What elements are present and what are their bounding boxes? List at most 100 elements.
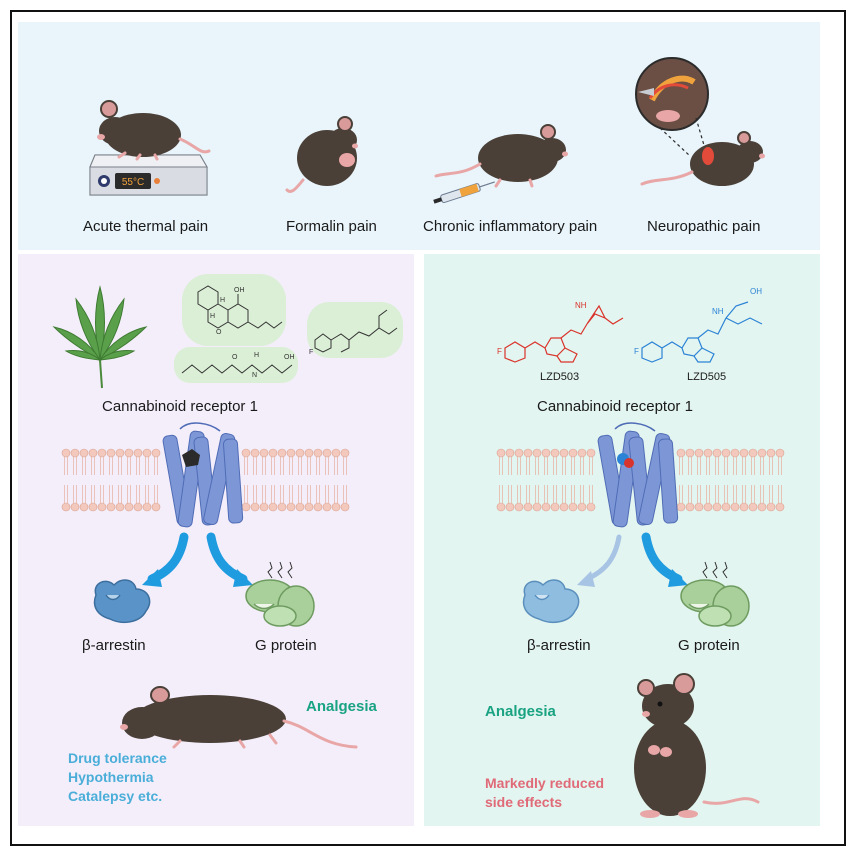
lipid-tail <box>298 457 302 475</box>
lipid-head <box>703 502 713 512</box>
lipid-head <box>676 448 686 458</box>
lipid-head <box>505 502 515 512</box>
lipid-tail <box>517 457 521 475</box>
biased-agonist-panel <box>424 254 820 826</box>
lipid-tail <box>544 457 548 475</box>
lipid-tail <box>325 485 329 503</box>
lipid-tail <box>535 485 539 503</box>
lipid-head <box>61 502 71 512</box>
right-beta-arrestin-icon <box>522 579 580 624</box>
lipid-tail <box>697 485 701 503</box>
lzd505-f-label: F <box>634 347 639 356</box>
lipid-head <box>106 448 116 458</box>
lipid-head <box>775 448 785 458</box>
lzd503-nh-label: NH <box>575 301 587 310</box>
lipid-head <box>532 502 542 512</box>
lipid-tail <box>688 485 692 503</box>
lipid-head <box>88 502 98 512</box>
lipid-tail <box>127 485 131 503</box>
lipid-tail <box>760 485 764 503</box>
aea-oh-label: OH <box>284 354 295 361</box>
lipid-head <box>259 448 269 458</box>
lipid-tail <box>253 457 257 475</box>
lipid-tail <box>715 485 719 503</box>
lipid-head <box>586 502 596 512</box>
lipid-head <box>685 448 695 458</box>
lipid-tail <box>253 485 257 503</box>
lipid-tail <box>343 457 347 475</box>
lipid-head <box>304 502 314 512</box>
lipid-tail <box>109 485 113 503</box>
reduced-side-effects-line2: side effects <box>485 794 563 810</box>
chronic-inflammatory-pain-label: Chronic inflammatory pain <box>423 218 598 235</box>
alert-mouse-illustration <box>634 673 760 818</box>
lipid-head <box>340 502 350 512</box>
lipid-head <box>142 502 152 512</box>
cb1-receptor-helices <box>597 430 679 528</box>
lipid-head <box>70 502 80 512</box>
lipid-head <box>532 448 542 458</box>
lipid-head <box>730 448 740 458</box>
lipid-tail <box>580 485 584 503</box>
lipid-head <box>739 502 749 512</box>
lipid-head <box>241 448 251 458</box>
lipid-head <box>70 448 80 458</box>
cannabis-leaf-icon <box>52 285 148 389</box>
left-beta-arrestin-label: β-arrestin <box>82 637 146 654</box>
lipid-head <box>775 502 785 512</box>
lipid-head <box>748 448 758 458</box>
thc-h2-label: H <box>210 313 215 320</box>
lipid-tail <box>724 457 728 475</box>
lipid-tail <box>298 485 302 503</box>
lipid-head <box>331 502 341 512</box>
lipid-tail <box>271 457 275 475</box>
lipid-head <box>61 448 71 458</box>
lipid-tail <box>145 457 149 475</box>
right-arrestin-arrow <box>577 534 622 587</box>
lipid-head <box>721 448 731 458</box>
lipid-tail <box>154 485 158 503</box>
lipid-tail <box>136 457 140 475</box>
lipid-head <box>685 502 695 512</box>
lipid-head <box>106 502 116 512</box>
lipid-head <box>241 502 251 512</box>
lipid-tail <box>751 485 755 503</box>
lipid-tail <box>244 457 248 475</box>
lipid-tail <box>778 485 782 503</box>
lipid-tail <box>697 457 701 475</box>
lipid-head <box>514 448 524 458</box>
lipid-tail <box>118 457 122 475</box>
lipid-head <box>712 502 722 512</box>
lipid-head <box>568 448 578 458</box>
right-g-protein-icon <box>680 561 750 627</box>
thc-o-label: O <box>216 329 222 336</box>
lipid-tail <box>262 457 266 475</box>
aea-n-label: N <box>252 372 257 379</box>
lipid-tail <box>499 457 503 475</box>
lipid-tail <box>343 485 347 503</box>
lipid-tail <box>724 485 728 503</box>
lipid-tail <box>715 457 719 475</box>
lipid-tail <box>316 485 320 503</box>
lipid-head <box>115 448 125 458</box>
lipid-head <box>739 448 749 458</box>
lipid-head <box>295 502 305 512</box>
lipid-head <box>559 448 569 458</box>
lipid-head <box>313 448 323 458</box>
lipid-tail <box>562 457 566 475</box>
drug-tolerance-label: Drug tolerance <box>68 750 167 766</box>
lipid-tail <box>145 485 149 503</box>
lipid-head <box>730 502 740 512</box>
inflammatory-mouse-illustration <box>433 124 568 204</box>
lipid-head <box>151 502 161 512</box>
lipid-head <box>748 502 758 512</box>
lipid-tail <box>82 457 86 475</box>
lipid-tail <box>100 457 104 475</box>
lipid-tail <box>526 485 530 503</box>
lipid-head <box>88 448 98 458</box>
lipid-tail <box>553 457 557 475</box>
lipid-head <box>577 502 587 512</box>
lipid-tail <box>325 457 329 475</box>
agonist-ligand-icon <box>182 449 200 467</box>
lipid-head <box>766 502 776 512</box>
